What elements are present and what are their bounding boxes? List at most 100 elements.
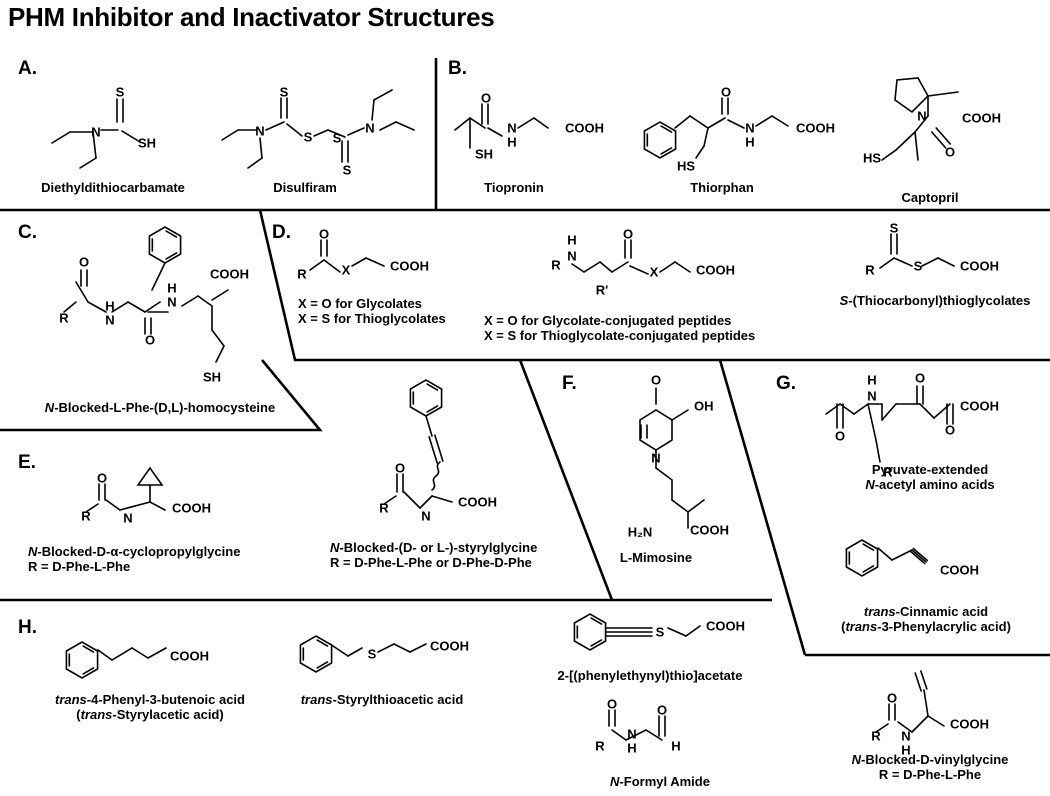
atom-n: N (365, 121, 374, 136)
atom-cooh: COOH (962, 111, 1001, 126)
bond (853, 403, 869, 415)
atom-sh: SH (138, 136, 156, 151)
bond (97, 649, 113, 661)
bond (403, 491, 421, 509)
atom-cooh: COOH (940, 563, 979, 578)
bond (121, 130, 141, 143)
panel-label-a: A. (18, 58, 37, 79)
bond (703, 127, 709, 147)
bond (75, 281, 89, 303)
atom-o: O (651, 373, 661, 388)
bond (111, 301, 129, 313)
bond (454, 117, 471, 131)
bond (215, 345, 225, 363)
bond (211, 289, 229, 301)
bond (426, 383, 439, 391)
compound-phenylbutenoic-acid: trans-4-Phenyl-3-butenoic acid(trans-Sty… (55, 692, 245, 722)
atom-n: N (105, 313, 114, 328)
atom-n: N (567, 249, 576, 264)
atom-sh: SH (475, 147, 493, 162)
atom-s: S (890, 221, 899, 236)
atom-o: O (395, 461, 405, 476)
bond (82, 667, 95, 675)
atom-r: R (59, 311, 69, 326)
bond (599, 261, 613, 273)
bond (259, 137, 263, 159)
bond (921, 257, 939, 267)
bond (875, 723, 889, 733)
atom-r: R (297, 267, 307, 282)
atom-s: S (343, 163, 352, 178)
atom-o: O (915, 371, 925, 386)
atom-o: O (145, 333, 155, 348)
bond (265, 121, 285, 131)
bond (920, 670, 928, 690)
panel-dividers (0, 58, 1050, 657)
bond-wavy (431, 461, 441, 491)
atom-h: H (105, 299, 114, 314)
bond (351, 257, 367, 267)
atom-o: O (657, 703, 667, 718)
bond (611, 261, 629, 273)
atom-cooh: COOH (390, 259, 429, 274)
bond-path (136, 466, 164, 486)
atom-o: O (97, 471, 107, 486)
atom-h: H (567, 233, 576, 248)
bond (707, 117, 726, 129)
bond (409, 643, 427, 653)
bond (897, 721, 913, 733)
bond (839, 403, 855, 415)
bond (79, 157, 97, 169)
bond (914, 672, 922, 692)
atom-n: N (255, 124, 264, 139)
atom-n: N (167, 295, 176, 310)
atom-r: R (883, 465, 893, 480)
bond (327, 129, 346, 138)
atom-r: R (551, 258, 561, 273)
bond (151, 262, 166, 291)
bond (912, 547, 929, 562)
atom-n: N (421, 509, 430, 524)
bond (891, 549, 913, 561)
bond (431, 495, 453, 503)
bond (365, 257, 385, 267)
atom-rp: R' (596, 283, 608, 298)
atom-o: O (79, 255, 89, 270)
bond (131, 647, 149, 659)
atom-cooh: COOH (950, 717, 989, 732)
atom-h: H (745, 135, 754, 150)
bond (426, 405, 439, 413)
atom-r: R (379, 501, 389, 516)
compound-cinnamic-acid: trans-Cinnamic acid(trans-3-Phenylacryli… (841, 604, 1011, 634)
compound-captopril: Captopril (901, 190, 959, 205)
bond (165, 230, 178, 238)
bond (879, 257, 895, 269)
panel-label-d: D. (272, 222, 291, 243)
compound-thiorphan: Thiorphan (690, 180, 754, 195)
atom-o: O (887, 691, 897, 706)
bond (611, 729, 627, 741)
bond (825, 403, 841, 415)
bond (469, 117, 486, 129)
bond-path (845, 539, 879, 577)
atom-o: O (945, 145, 955, 160)
atom-o: O (623, 227, 633, 242)
bond (645, 729, 663, 741)
bond (147, 647, 167, 659)
bond (533, 117, 549, 129)
atom-cooh: COOH (210, 267, 249, 282)
panel-label-e: E. (18, 452, 36, 473)
panel-label-b: B. (448, 58, 467, 79)
bond (590, 617, 603, 625)
bond (144, 301, 161, 313)
atom-sh: SH (203, 370, 221, 385)
bond (914, 131, 919, 161)
bond (87, 301, 107, 313)
bond (867, 403, 877, 441)
atom-n: N (123, 511, 132, 526)
atom-o: O (835, 429, 845, 444)
